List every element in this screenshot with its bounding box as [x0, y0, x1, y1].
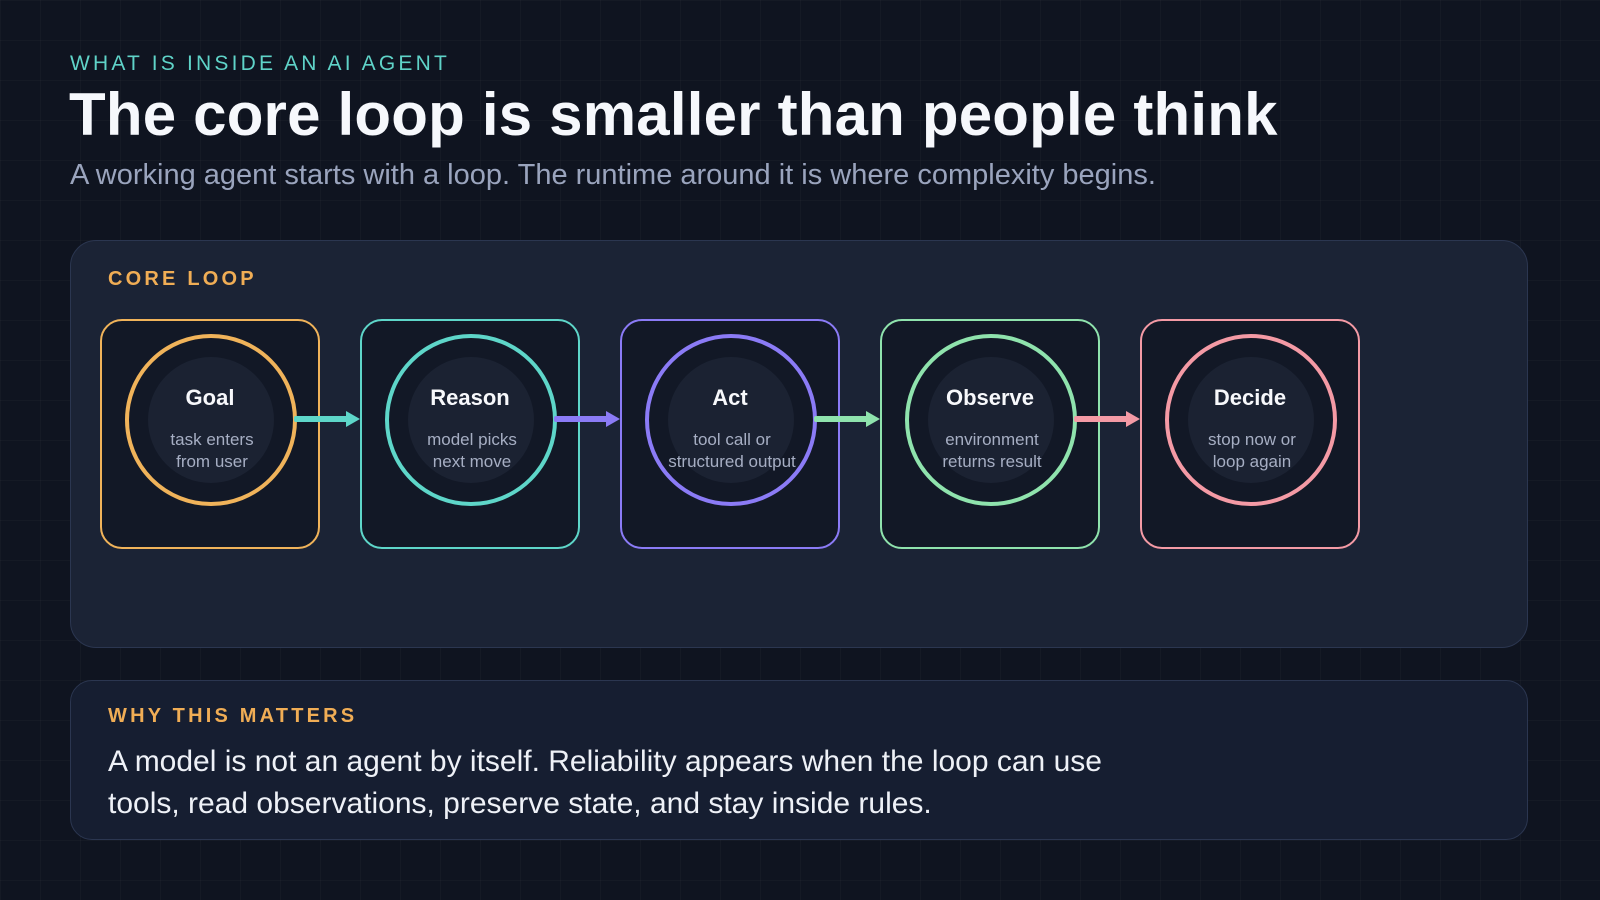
flow-arrow-reason-act	[554, 411, 620, 427]
core-loop-label: CORE LOOP	[108, 268, 257, 290]
step-disc	[928, 357, 1054, 483]
step-description: model picks next move	[427, 430, 517, 471]
step-ring	[125, 334, 297, 506]
step-description: environment returns result	[942, 430, 1042, 471]
step-card-act: Act tool call or structured output	[620, 319, 840, 549]
step-card-observe: Observe environment returns result	[880, 319, 1100, 549]
step-description: tool call or structured output	[668, 430, 796, 471]
flow-arrow-observe-decide	[1074, 411, 1140, 427]
arrow-shaft	[554, 416, 608, 422]
step-title: Observe	[945, 385, 1035, 410]
arrow-head	[346, 411, 360, 427]
step-card-goal: Goal task enters from user	[100, 319, 320, 549]
arrow-shaft	[294, 416, 348, 422]
step-ring	[385, 334, 557, 506]
step-ring	[905, 334, 1077, 506]
why-label: WHY THIS MATTERS	[108, 705, 358, 727]
why-body-text: A model is not an agent by itself. Relia…	[108, 745, 1102, 820]
step-title: Reason	[430, 385, 510, 410]
step-description: stop now or loop again	[1208, 430, 1296, 471]
step-title: Decide	[1213, 385, 1287, 410]
why-this-matters-panel: WHY THIS MATTERS A model is not an agent…	[70, 680, 1528, 840]
step-description: task enters from user	[170, 430, 254, 471]
step-ring	[645, 334, 817, 506]
step-card-decide: Decide stop now or loop again	[1140, 319, 1360, 549]
loop-steps: Goal task enters from user Reason model …	[71, 241, 1527, 647]
core-loop-panel: CORE LOOP Goal task enters from user Rea…	[70, 240, 1528, 648]
page-title: The core loop is smaller than people thi…	[69, 81, 1278, 148]
step-disc	[408, 357, 534, 483]
flow-arrow-act-observe	[814, 411, 880, 427]
flow-arrow-goal-reason	[294, 411, 360, 427]
step-card-reason: Reason model picks next move	[360, 319, 580, 549]
arrow-head	[1126, 411, 1140, 427]
step-title: Act	[712, 385, 748, 410]
step-disc	[1188, 357, 1314, 483]
arrow-shaft	[1074, 416, 1128, 422]
arrow-shaft	[814, 416, 868, 422]
eyebrow-label: WHAT IS INSIDE AN AI AGENT	[70, 52, 450, 75]
step-disc	[668, 357, 794, 483]
step-title: Goal	[185, 385, 235, 410]
page-subtitle: A working agent starts with a loop. The …	[70, 159, 1156, 191]
arrow-head	[866, 411, 880, 427]
step-disc	[148, 357, 274, 483]
arrow-head	[606, 411, 620, 427]
step-ring	[1165, 334, 1337, 506]
